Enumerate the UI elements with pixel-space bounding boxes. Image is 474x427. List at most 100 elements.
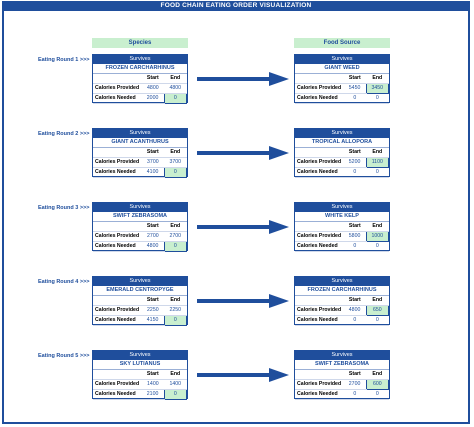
species-name: GIANT ACANTHURUS <box>93 138 187 148</box>
provided-end-cell[interactable]: 1100 <box>365 157 390 168</box>
needed-end-cell[interactable]: 0 <box>366 93 389 104</box>
table-row: Start End <box>295 370 389 380</box>
table-row: Calories Needed 0 0 <box>295 315 389 326</box>
species-name: SWIFT ZEBRASOMA <box>93 212 187 222</box>
needed-end-cell[interactable]: 0 <box>163 93 188 104</box>
provided-start-cell[interactable]: 1400 <box>141 379 165 390</box>
species-survives-header: Survives <box>93 129 187 138</box>
needed-start-cell[interactable]: 0 <box>343 241 367 252</box>
end-column-header: End <box>164 222 187 232</box>
table-row: Calories Needed 0 0 <box>295 241 389 252</box>
species-card: Survives GIANT ACANTHURUS Start End Calo… <box>92 128 188 178</box>
table-row: Calories Needed 2000 0 <box>93 93 188 104</box>
needed-start-cell[interactable]: 0 <box>343 315 367 326</box>
provided-start-cell[interactable]: 2700 <box>343 379 367 390</box>
eating-round-label: Eating Round 1 >>> <box>38 57 90 63</box>
provided-end-cell[interactable]: 2700 <box>164 231 187 242</box>
calories-needed-label: Calories Needed <box>93 315 142 326</box>
provided-end-cell[interactable]: 650 <box>365 305 390 316</box>
needed-start-cell[interactable]: 2100 <box>141 389 165 400</box>
needed-start-cell[interactable]: 0 <box>343 389 367 400</box>
start-column-header: Start <box>141 222 165 232</box>
provided-end-cell[interactable]: 4800 <box>164 83 187 94</box>
table-row: Start End <box>93 148 187 158</box>
provided-end-cell[interactable]: 3450 <box>365 83 390 94</box>
table-row: Start End <box>295 222 389 232</box>
species-card: Survives SWIFT ZEBRASOMA Start End Calor… <box>92 202 188 252</box>
needed-start-cell[interactable]: 4100 <box>141 167 165 178</box>
provided-end-cell[interactable]: 1000 <box>365 231 390 242</box>
needed-end-cell[interactable]: 0 <box>163 241 188 252</box>
calories-provided-label: Calories Provided <box>295 305 344 316</box>
species-calorie-table: Start End Calories Provided 4800 4800 Ca… <box>93 74 188 104</box>
food-survives-header: Survives <box>295 129 389 138</box>
calories-needed-label: Calories Needed <box>295 315 344 326</box>
needed-end-cell[interactable]: 0 <box>163 167 188 178</box>
right-arrow-icon <box>197 220 289 234</box>
end-column-header: End <box>366 148 389 158</box>
table-row: Calories Provided 5800 1000 <box>295 231 390 242</box>
table-row: Calories Provided 2250 2250 <box>93 305 187 316</box>
calories-needed-label: Calories Needed <box>295 93 344 104</box>
needed-start-cell[interactable]: 4800 <box>141 241 165 252</box>
provided-end-cell[interactable]: 2250 <box>164 305 187 316</box>
food-survives-header: Survives <box>295 277 389 286</box>
table-row: Calories Needed 0 0 <box>295 389 389 400</box>
table-row: Calories Provided 2700 600 <box>295 379 390 390</box>
start-column-header: Start <box>141 296 165 306</box>
needed-end-cell[interactable]: 0 <box>163 315 188 326</box>
needed-end-cell[interactable]: 0 <box>366 315 389 326</box>
food-source-card: Survives WHITE KELP Start End Calories P… <box>294 202 390 252</box>
end-column-header: End <box>164 148 187 158</box>
table-row: Calories Needed 0 0 <box>295 93 389 104</box>
table-row: Start End <box>93 296 187 306</box>
calories-needed-label: Calories Needed <box>93 241 142 252</box>
table-row: Calories Provided 4800 650 <box>295 305 390 316</box>
end-column-header: End <box>366 370 389 380</box>
food-name: GIANT WEED <box>295 64 389 74</box>
start-column-header: Start <box>343 74 367 84</box>
food-source-card: Survives GIANT WEED Start End Calories P… <box>294 54 390 104</box>
calories-provided-label: Calories Provided <box>295 83 344 94</box>
calories-provided-label: Calories Provided <box>93 379 142 390</box>
provided-start-cell[interactable]: 5200 <box>343 157 367 168</box>
species-name: EMERALD CENTROPYGE <box>93 286 187 296</box>
species-name: SKY LUTIANUS <box>93 360 187 370</box>
food-survives-header: Survives <box>295 55 389 64</box>
provided-start-cell[interactable]: 3700 <box>141 157 165 168</box>
right-arrow-icon <box>197 146 289 160</box>
provided-start-cell[interactable]: 2250 <box>141 305 165 316</box>
food-name: FROZEN CARCHARHINUS <box>295 286 389 296</box>
table-row: Calories Needed 4800 0 <box>93 241 188 252</box>
provided-end-cell[interactable]: 3700 <box>164 157 187 168</box>
provided-start-cell[interactable]: 4800 <box>343 305 367 316</box>
needed-end-cell[interactable]: 0 <box>366 241 389 252</box>
needed-end-cell[interactable]: 0 <box>366 389 389 400</box>
food-name: SWIFT ZEBRASOMA <box>295 360 389 370</box>
provided-end-cell[interactable]: 1400 <box>164 379 187 390</box>
provided-start-cell[interactable]: 5450 <box>343 83 367 94</box>
calories-needed-label: Calories Needed <box>93 167 142 178</box>
calories-provided-label: Calories Provided <box>93 157 142 168</box>
needed-start-cell[interactable]: 2000 <box>141 93 165 104</box>
start-column-header: Start <box>343 296 367 306</box>
table-row: Calories Needed 4100 0 <box>93 167 188 178</box>
needed-start-cell[interactable]: 0 <box>343 93 367 104</box>
table-row: Start End <box>93 370 187 380</box>
needed-start-cell[interactable]: 0 <box>343 167 367 178</box>
calories-needed-label: Calories Needed <box>295 167 344 178</box>
table-row: Start End <box>93 74 187 84</box>
food-calorie-table: Start End Calories Provided 4800 650 Cal… <box>295 296 390 326</box>
provided-end-cell[interactable]: 600 <box>365 379 390 390</box>
calories-provided-label: Calories Provided <box>93 83 142 94</box>
end-column-header: End <box>366 222 389 232</box>
provided-start-cell[interactable]: 4800 <box>141 83 165 94</box>
food-source-card: Survives TROPICAL ALLOPORA Start End Cal… <box>294 128 390 178</box>
needed-start-cell[interactable]: 4150 <box>141 315 165 326</box>
provided-start-cell[interactable]: 5800 <box>343 231 367 242</box>
needed-end-cell[interactable]: 0 <box>163 389 188 400</box>
start-column-header: Start <box>343 148 367 158</box>
needed-end-cell[interactable]: 0 <box>366 167 389 178</box>
calories-needed-label: Calories Needed <box>295 241 344 252</box>
provided-start-cell[interactable]: 2700 <box>141 231 165 242</box>
